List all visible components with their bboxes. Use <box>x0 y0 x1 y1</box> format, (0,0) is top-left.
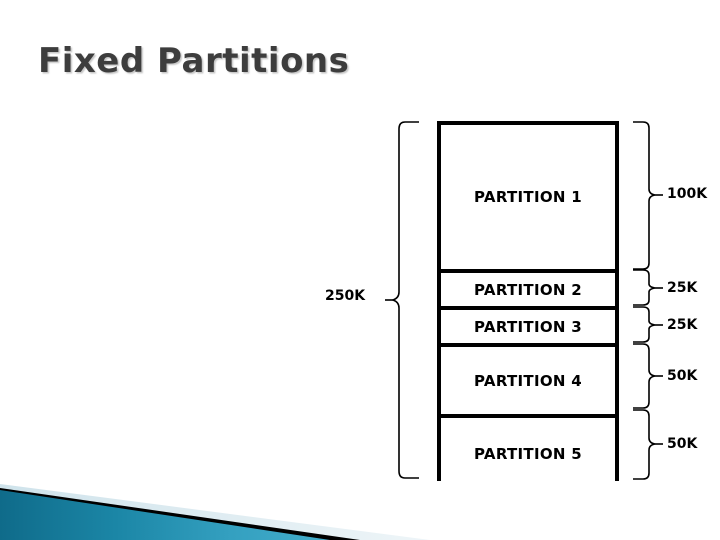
partition-row-4[interactable]: PARTITION 4 <box>441 347 615 418</box>
partition-name-2: PARTITION 2 <box>474 280 582 299</box>
size-label-partition-2: 25K <box>667 280 698 296</box>
brace-partition-4-icon <box>633 343 656 409</box>
partition-name-3: PARTITION 3 <box>474 317 582 336</box>
partition-stack: PARTITION 1 PARTITION 2 PARTITION 3 PART… <box>437 121 619 489</box>
left-brace-group <box>385 121 419 479</box>
brace-partition-1-icon <box>633 121 656 270</box>
size-label-partition-1: 100K <box>667 186 708 202</box>
corner-decoration <box>0 484 430 540</box>
size-label-partition-5: 50K <box>667 436 698 452</box>
partition-row-3[interactable]: PARTITION 3 <box>441 310 615 347</box>
right-brace-group <box>633 121 663 480</box>
partition-name-1: PARTITION 1 <box>474 188 582 206</box>
size-label-partition-3: 25K <box>667 317 698 333</box>
partition-row-5[interactable]: PARTITION 5 <box>441 418 615 489</box>
total-size-label: 250K <box>325 288 366 304</box>
partition-row-2[interactable]: PARTITION 2 <box>441 273 615 310</box>
brace-partition-5-icon <box>633 409 656 480</box>
partition-name-4: PARTITION 4 <box>474 371 582 390</box>
teal-triangle-shape <box>0 490 330 540</box>
size-label-partition-4: 50K <box>667 368 698 384</box>
black-wedge-shape <box>0 488 360 540</box>
pale-band-shape <box>0 484 430 540</box>
brace-partition-3-icon <box>633 306 656 343</box>
memory-partition-diagram: 250K PARTITION 1 PARTITION 2 PARTITION 3… <box>325 118 720 489</box>
partition-name-5: PARTITION 5 <box>474 444 582 463</box>
brace-partition-2-icon <box>633 269 656 306</box>
partition-row-1[interactable]: PARTITION 1 <box>441 125 615 273</box>
page-title: Fixed Partitions <box>38 41 350 81</box>
